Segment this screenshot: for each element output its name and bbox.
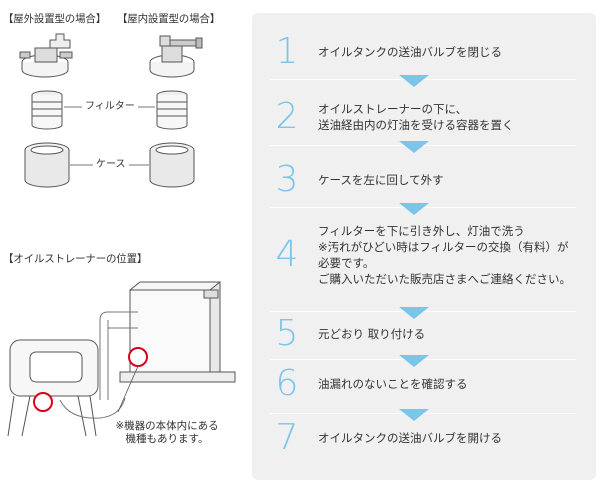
step-text: オイルタンクの送油バルブを閉じる bbox=[318, 45, 502, 59]
step-6: 6 油漏れのないことを確認する bbox=[262, 363, 586, 404]
illustration-column: 【屋外設置型の場合】 【屋内設置型の場合】 フィルター ケース 【オイルストレー… bbox=[0, 0, 245, 500]
down-arrow-icon bbox=[399, 409, 429, 421]
step-number: 2 bbox=[275, 96, 299, 137]
step-number: 1 bbox=[275, 31, 299, 72]
filter-outdoor bbox=[31, 90, 63, 130]
step-text: ケースを左に回して外す bbox=[318, 173, 444, 187]
strainer-position-header: 【オイルストレーナーの位置】 bbox=[3, 253, 148, 265]
case-outdoor bbox=[24, 142, 70, 188]
marker-tank-strainer bbox=[33, 392, 53, 412]
down-arrow-icon bbox=[399, 307, 429, 319]
steps-panel: 1 オイルタンクの送油バルブを閉じる 2 オイルストレーナーの下に、 送油経由内… bbox=[252, 13, 596, 480]
outdoor-strainer-head bbox=[19, 33, 73, 78]
filter-label: フィルター bbox=[82, 97, 138, 112]
indoor-strainer-head bbox=[149, 35, 203, 78]
filter-indoor bbox=[156, 90, 188, 130]
step-2: 2 オイルストレーナーの下に、 送油経由内の灯油を受ける容器を置く bbox=[262, 97, 586, 137]
step-text: 油漏れのないことを確認する bbox=[318, 377, 468, 391]
down-arrow-icon bbox=[399, 75, 429, 87]
strainer-illustration bbox=[7, 33, 236, 437]
step-text: オイルストレーナーの下に、 送油経由内の灯油を受ける容器を置く bbox=[318, 102, 514, 132]
step-5: 5 元どおり 取り付ける bbox=[262, 313, 586, 354]
step-3: 3 ケースを左に回して外す bbox=[262, 159, 586, 200]
step-number: 4 bbox=[275, 234, 299, 275]
case-indoor bbox=[149, 142, 195, 188]
step-7: 7 オイルタンクの送油バルブを開ける bbox=[262, 417, 586, 458]
step-number: 6 bbox=[275, 363, 299, 404]
step-1: 1 オイルタンクの送油バルブを閉じる bbox=[262, 31, 586, 72]
step-text: フィルターを下に引き外し、灯油で洗う ※汚れがひどい時はフィルターの交換（有料）… bbox=[318, 224, 571, 286]
marker-boiler-strainer bbox=[128, 347, 148, 367]
boiler-unit bbox=[119, 280, 236, 383]
step-4: 4 フィルターを下に引き外し、灯油で洗う ※汚れがひどい時はフィルターの交換（有… bbox=[262, 219, 586, 291]
down-arrow-icon bbox=[399, 203, 429, 215]
step-number: 7 bbox=[275, 417, 299, 458]
down-arrow-icon bbox=[399, 355, 429, 367]
outdoor-type-header: 【屋外設置型の場合】 bbox=[3, 13, 106, 25]
installation-note: ※機器の本体内にある 機種もあります。 bbox=[115, 420, 219, 445]
step-text: オイルタンクの送油バルブを開ける bbox=[318, 431, 502, 445]
step-number: 3 bbox=[275, 159, 299, 200]
step-number: 5 bbox=[275, 313, 299, 354]
down-arrow-icon bbox=[399, 141, 429, 153]
step-text: 元どおり 取り付ける bbox=[318, 327, 426, 341]
indoor-type-header: 【屋内設置型の場合】 bbox=[117, 13, 220, 25]
oil-tank bbox=[7, 339, 126, 437]
case-label: ケース bbox=[93, 155, 129, 170]
